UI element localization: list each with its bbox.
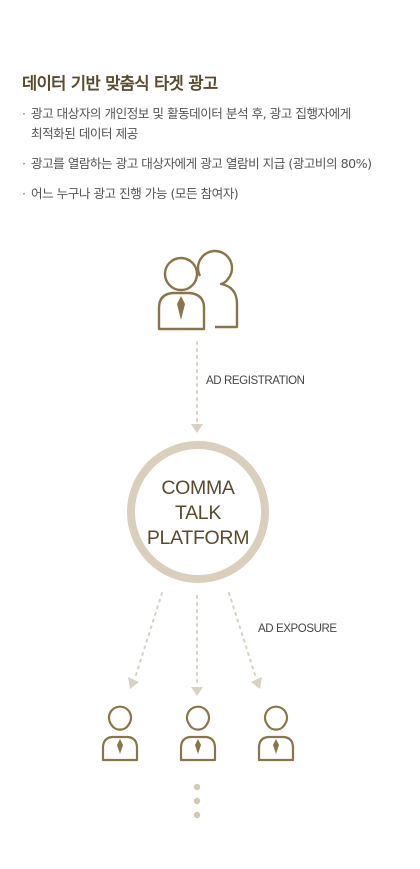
feature-list: 광고 대상자의 개인정보 및 활동데이터 분석 후, 광고 집행자에게 최적화된… [22,104,412,214]
registration-label: AD REGISTRATION [206,375,305,387]
section-title: 데이터 기반 맞춤식 타겟 광고 [22,74,218,93]
feature-item-text: 최적화된 데이터 제공 [31,126,138,141]
user-icon [101,705,139,762]
feature-item-text: 광고를 열람하는 광고 대상자에게 광고 열람비 지급 (광고비의 80%) [31,156,372,171]
user-icon [179,705,217,762]
feature-item: 광고 대상자의 개인정보 및 활동데이터 분석 후, 광고 집행자에게 최적화된… [22,104,412,144]
platform-name: COMMA TALK PLATFORM [128,476,268,551]
platform-ring [127,441,269,583]
ad-flow-svg [101,249,295,819]
feature-item-text: 광고 대상자의 개인정보 및 활동데이터 분석 후, 광고 집행자에게 [31,106,351,121]
more-dots-icon [193,783,201,819]
feature-item-text: 어느 누구나 광고 진행 가능 (모든 참여자) [31,186,239,201]
user-icon [257,705,295,762]
platform-name-line: COMMA [161,477,235,499]
platform-name-line: PLATFORM [146,527,250,549]
exposure-label: AD EXPOSURE [258,623,337,635]
registration-arrow [191,341,203,433]
feature-item: 광고를 열람하는 광고 대상자에게 광고 열람비 지급 (광고비의 80%) [22,154,412,174]
platform-name-line: TALK [174,502,222,524]
advertiser-group-icon [157,249,239,331]
ad-flow-diagram: AD REGISTRATION AD EXPOSURE COMMA TALK P… [0,230,420,865]
feature-item: 어느 누구나 광고 진행 가능 (모든 참여자) [22,184,412,204]
exposure-arrows [128,592,262,696]
